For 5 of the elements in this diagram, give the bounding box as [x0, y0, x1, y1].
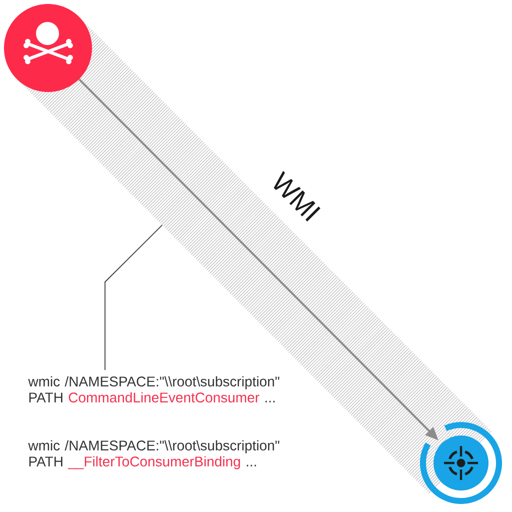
- command-text: wmic /NAMESPACE:"\\root\subscription" PATH __FilterToConsumerBinding ...: [28, 440, 280, 470]
- skull-icon: [4, 4, 92, 92]
- command-text: wmic /NAMESPACE:"\\root\subscription" PATH CommandLineEventConsumer ...: [28, 376, 280, 402]
- target-icon: [420, 422, 502, 504]
- leader-line: [104, 224, 163, 370]
